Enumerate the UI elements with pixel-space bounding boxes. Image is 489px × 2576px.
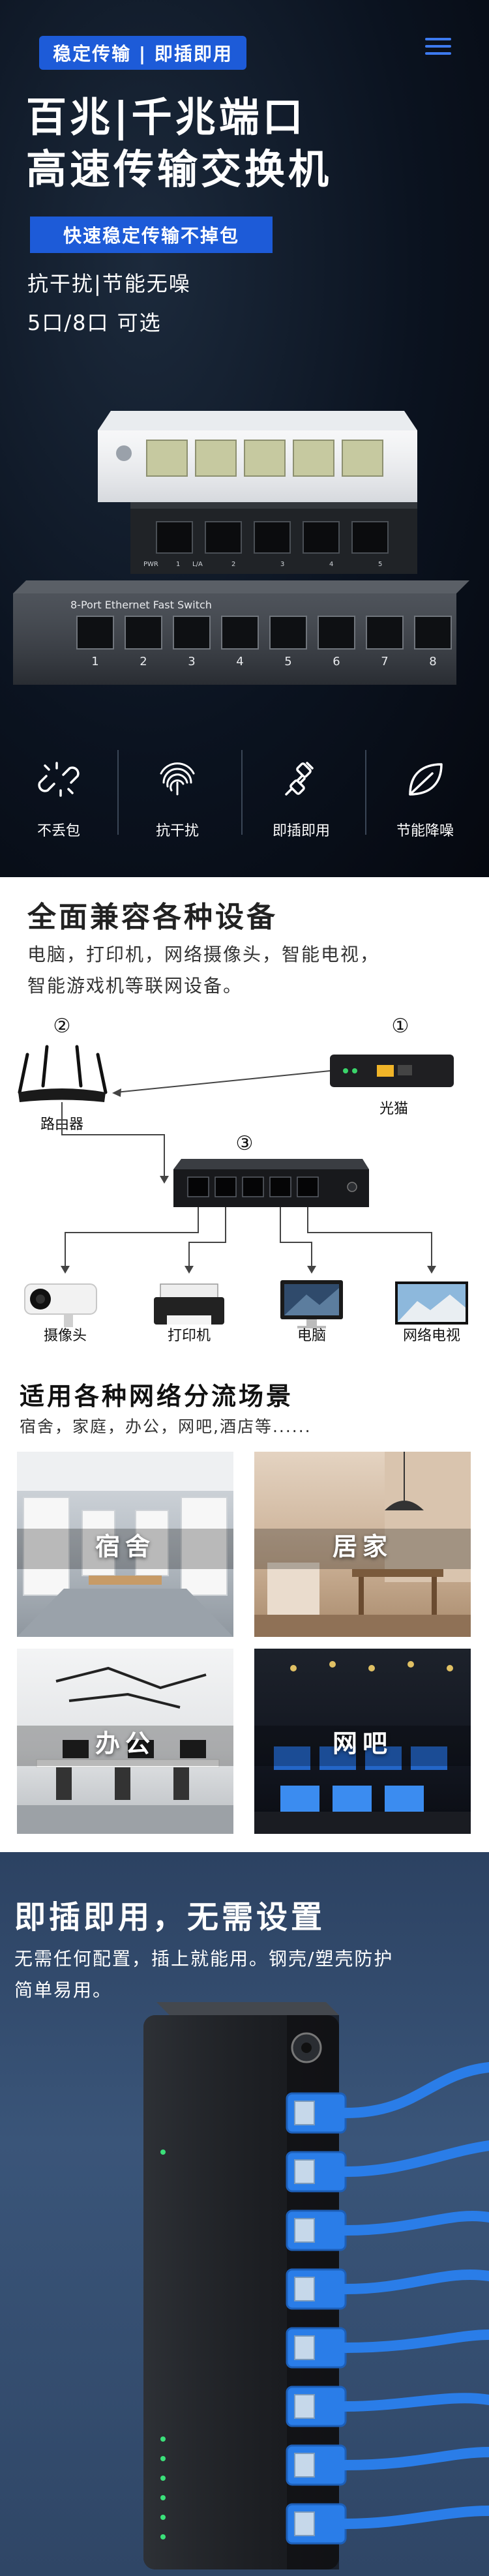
computer-device: 电脑 bbox=[280, 1280, 343, 1344]
scenario-description: 宿舍，家庭，办公，网吧,酒店等...... bbox=[20, 1417, 312, 1436]
network-cables bbox=[286, 2062, 489, 2545]
feature-anti-interference: 抗干扰 bbox=[119, 737, 236, 861]
optical-modem: ① 光猫 bbox=[330, 1015, 454, 1117]
scene-band bbox=[254, 1529, 471, 1569]
scene-band bbox=[254, 1726, 471, 1766]
hero-title-line2: 高速传输交换机 bbox=[26, 145, 333, 193]
feature-icon-row: 不丢包 抗干扰 bbox=[0, 737, 489, 861]
office-illustration bbox=[17, 1666, 233, 1834]
port-number: 1 bbox=[91, 655, 98, 668]
led-label: 1 bbox=[176, 561, 180, 568]
network-topology-diagram: ② 路由器 ① 光猫 ③ bbox=[18, 1015, 468, 1344]
port-number: 4 bbox=[236, 655, 243, 668]
led-label: 4 bbox=[329, 561, 333, 568]
scene-office: 办公 bbox=[17, 1649, 233, 1834]
compat-desc-line1: 电脑，打印机，网络摄像头，智能电视， bbox=[27, 944, 380, 965]
port-number: 2 bbox=[140, 655, 147, 668]
scene-label: 办公 bbox=[95, 1729, 156, 1758]
grey-8-port-switch: 8-Port Ethernet Fast Switch 1 2 3 4 5 6 … bbox=[13, 580, 469, 685]
scene-dormitory: 宿舍 bbox=[17, 1452, 233, 1637]
hero-subtitle: 快速稳定传输不掉包 bbox=[30, 217, 273, 253]
scene-internet-cafe: 网吧 bbox=[254, 1649, 471, 1834]
modem-label: 光猫 bbox=[379, 1101, 408, 1117]
hero-title: 百兆|千兆端口 高速传输交换机 bbox=[26, 91, 469, 196]
scene-label: 宿舍 bbox=[95, 1532, 156, 1561]
feature-label: 抗干扰 bbox=[155, 823, 199, 839]
feature-label: 节能降噪 bbox=[396, 823, 454, 839]
compat-desc-line2: 智能游戏机等联网设备。 bbox=[27, 975, 243, 996]
feature-no-packet-loss: 不丢包 bbox=[0, 737, 117, 861]
feature-plug-and-play: 即插即用 bbox=[243, 737, 360, 861]
led-label: 2 bbox=[231, 561, 235, 568]
router: ② 路由器 bbox=[18, 1015, 108, 1133]
device-label: 打印机 bbox=[168, 1328, 211, 1344]
plug-desc-line1: 无需任何配置，插上就能用。钢壳/塑壳防护 bbox=[14, 1948, 394, 1969]
divider bbox=[241, 750, 243, 835]
router-number: ② bbox=[53, 1015, 71, 1038]
scenario-title: 适用各种网络分流场景 bbox=[20, 1382, 294, 1411]
dark-5-port-switch: PWR 1 L/A 2 3 4 5 bbox=[130, 502, 417, 574]
internet-cafe-illustration bbox=[254, 1661, 471, 1834]
dormitory-illustration bbox=[17, 1452, 233, 1637]
plug-desc-line2: 简单易用。 bbox=[14, 1979, 113, 2001]
scene-band bbox=[17, 1726, 233, 1766]
feature-energy-saving: 节能降噪 bbox=[366, 737, 484, 861]
home-illustration bbox=[254, 1452, 471, 1637]
scene-label: 网吧 bbox=[332, 1729, 393, 1758]
plug-connect-icon bbox=[285, 762, 314, 796]
menu-icon[interactable] bbox=[425, 38, 451, 57]
led-label: L/A bbox=[192, 561, 203, 568]
port-number: 6 bbox=[333, 655, 340, 668]
scene-band bbox=[17, 1529, 233, 1569]
device-label: 摄像头 bbox=[44, 1328, 87, 1344]
scene-home: 居家 bbox=[254, 1452, 471, 1637]
plug-title: 即插即用，无需设置 bbox=[14, 1899, 326, 1936]
hero-section: 稳定传输 | 即插即用 百兆|千兆端口 高速传输交换机 快速稳定传输不掉包 抗干… bbox=[0, 0, 489, 877]
fingerprint-icon bbox=[160, 762, 195, 796]
modem-router-connector bbox=[112, 1070, 331, 1097]
scene-label: 居家 bbox=[332, 1532, 393, 1561]
led-label: 5 bbox=[378, 561, 382, 568]
switch-model-label: 8-Port Ethernet Fast Switch bbox=[70, 599, 212, 611]
broken-link-icon bbox=[38, 762, 80, 797]
compat-title: 全面兼容各种设备 bbox=[27, 901, 278, 934]
feature-label: 不丢包 bbox=[37, 823, 80, 839]
tv-device: 网络电视 bbox=[395, 1281, 468, 1344]
modem-number: ① bbox=[392, 1015, 409, 1038]
leaf-icon bbox=[409, 763, 443, 796]
feature-label: 即插即用 bbox=[272, 823, 330, 839]
printer-device: 打印机 bbox=[154, 1283, 224, 1344]
switch-with-cables-image bbox=[143, 2002, 489, 2569]
camera-device: 摄像头 bbox=[24, 1283, 97, 1344]
port-number: 7 bbox=[381, 655, 388, 668]
connector-arrow bbox=[160, 1176, 169, 1184]
router-switch-connector bbox=[61, 1102, 165, 1180]
network-switch: ③ bbox=[173, 1132, 369, 1207]
hero-feature-2: 5口/8口 可选 bbox=[27, 310, 162, 335]
divider bbox=[117, 750, 119, 835]
hero-feature-1: 抗干扰|节能无噪 bbox=[27, 271, 191, 296]
plug-description: 无需任何配置，插上就能用。钢壳/塑壳防护 简单易用。 bbox=[14, 1943, 471, 2006]
divider bbox=[365, 750, 366, 835]
switch-number: ③ bbox=[236, 1132, 254, 1155]
switch-device-connectors bbox=[65, 1207, 432, 1268]
compat-description: 电脑，打印机，网络摄像头，智能电视， 智能游戏机等联网设备。 bbox=[27, 939, 471, 1002]
device-label: 网络电视 bbox=[403, 1328, 460, 1344]
port-number: 5 bbox=[284, 655, 291, 668]
led-label: 3 bbox=[280, 561, 284, 568]
device-arrows bbox=[61, 1266, 436, 1274]
port-number: 3 bbox=[188, 655, 195, 668]
hero-title-line1: 百兆|千兆端口 bbox=[26, 93, 306, 141]
led-label: PWR bbox=[143, 561, 158, 568]
white-5-port-switch bbox=[98, 411, 417, 502]
hero-badge: 稳定传输 | 即插即用 bbox=[39, 36, 246, 70]
port-number: 8 bbox=[429, 655, 436, 668]
switch-product-image: PWR 1 L/A 2 3 4 5 8-Port Ethernet Fast S… bbox=[13, 411, 469, 685]
plug-and-play-section: 即插即用，无需设置 无需任何配置，插上就能用。钢壳/塑壳防护 简单易用。 bbox=[0, 1852, 489, 2576]
device-label: 电脑 bbox=[297, 1328, 326, 1344]
